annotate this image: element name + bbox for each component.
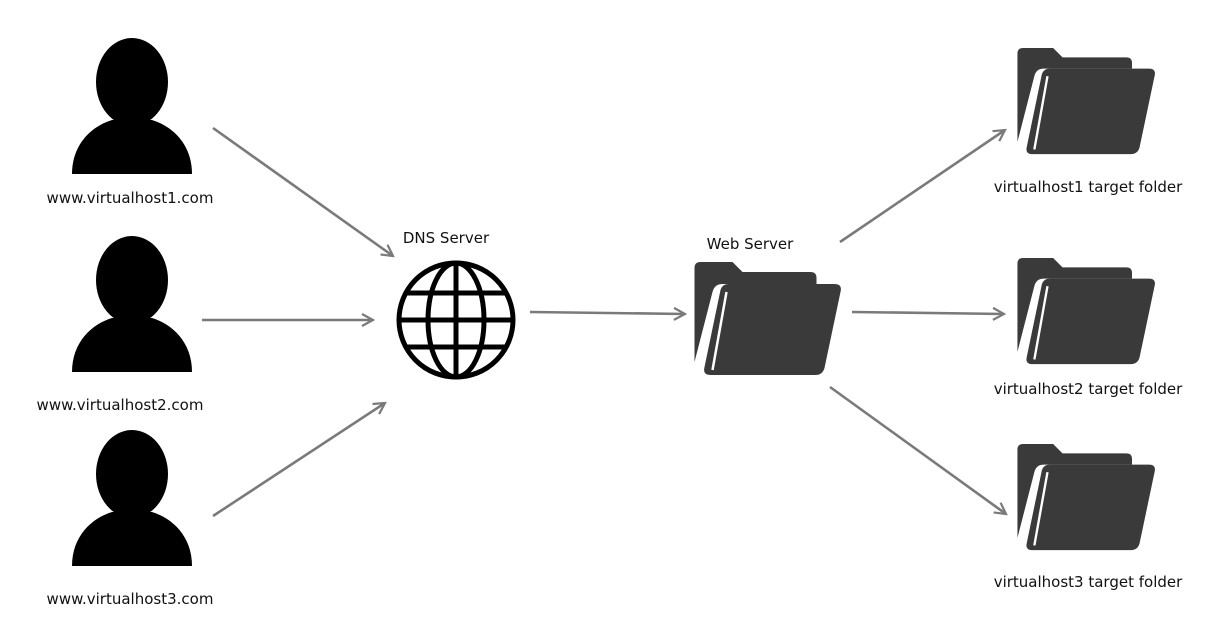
client-3-label: www.virtualhost3.com bbox=[47, 590, 214, 608]
client-2-label: www.virtualhost2.com bbox=[37, 396, 204, 414]
dns-server: DNS Server bbox=[396, 229, 516, 380]
target-2-label: virtualhost2 target folder bbox=[994, 380, 1183, 398]
folder-icon bbox=[1016, 48, 1157, 156]
folder-icon bbox=[1016, 258, 1157, 366]
user-silhouette-icon bbox=[72, 38, 192, 174]
arrow-webserver-target2 bbox=[851, 312, 1004, 314]
user-silhouette-icon bbox=[72, 236, 192, 372]
arrow-client3-dns bbox=[212, 403, 385, 518]
dns-server-label: DNS Server bbox=[403, 229, 490, 247]
web-server: Web Server bbox=[693, 235, 843, 377]
arrow-webserver-target1 bbox=[839, 130, 1005, 244]
arrow-client1-dns bbox=[212, 126, 393, 256]
target-3: virtualhost3 target folder bbox=[994, 444, 1183, 591]
client-1-label: www.virtualhost1.com bbox=[47, 189, 214, 207]
web-server-label: Web Server bbox=[707, 235, 794, 253]
user-silhouette-icon bbox=[72, 430, 192, 566]
folder-icon bbox=[693, 262, 843, 377]
arrow-dns-webserver bbox=[529, 312, 685, 314]
arrow-webserver-target3 bbox=[829, 385, 1006, 514]
client-3: www.virtualhost3.com bbox=[47, 430, 214, 608]
target-1: virtualhost1 target folder bbox=[994, 48, 1183, 196]
client-1: www.virtualhost1.com bbox=[47, 38, 214, 207]
target-2: virtualhost2 target folder bbox=[994, 258, 1183, 398]
client-2: www.virtualhost2.com bbox=[37, 236, 204, 414]
target-3-label: virtualhost3 target folder bbox=[994, 573, 1183, 591]
globe-icon bbox=[396, 260, 516, 380]
folder-icon bbox=[1016, 444, 1157, 552]
target-1-label: virtualhost1 target folder bbox=[994, 178, 1183, 196]
